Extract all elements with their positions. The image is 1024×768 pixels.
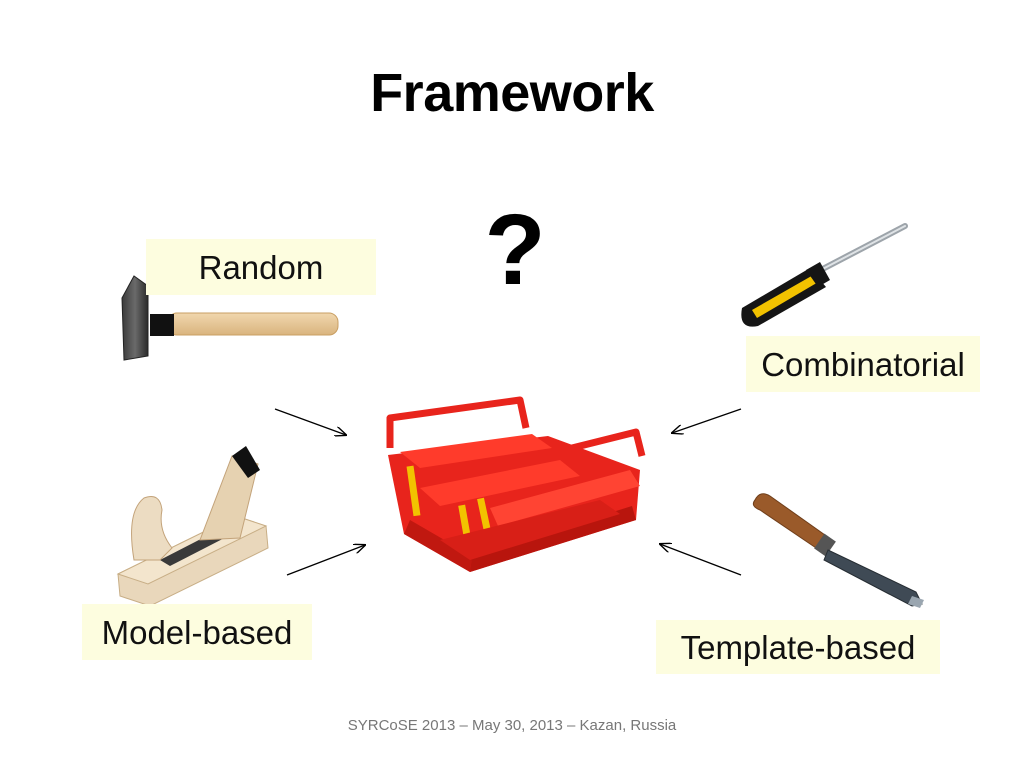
arrow-template-based [660,544,742,576]
question-mark: ? [484,194,546,306]
arrow-combinatorial [672,408,742,433]
label-template-based: Template-based [656,620,940,674]
slide-footer: SYRCoSE 2013 – May 30, 2013 – Kazan, Rus… [347,717,677,734]
hand-plane-icon [116,446,269,607]
chisel-icon [752,493,924,608]
toolbox-icon [386,396,646,572]
hammer-icon [121,275,339,361]
label-random: Random [146,239,376,295]
slide-title: Framework [370,63,654,123]
label-model-based: Model-based [82,604,312,660]
arrows [274,408,742,576]
arrow-random [274,408,346,435]
arrow-model-based [286,545,365,576]
screwdriver-icon [741,223,908,327]
label-combinatorial: Combinatorial [746,336,980,392]
